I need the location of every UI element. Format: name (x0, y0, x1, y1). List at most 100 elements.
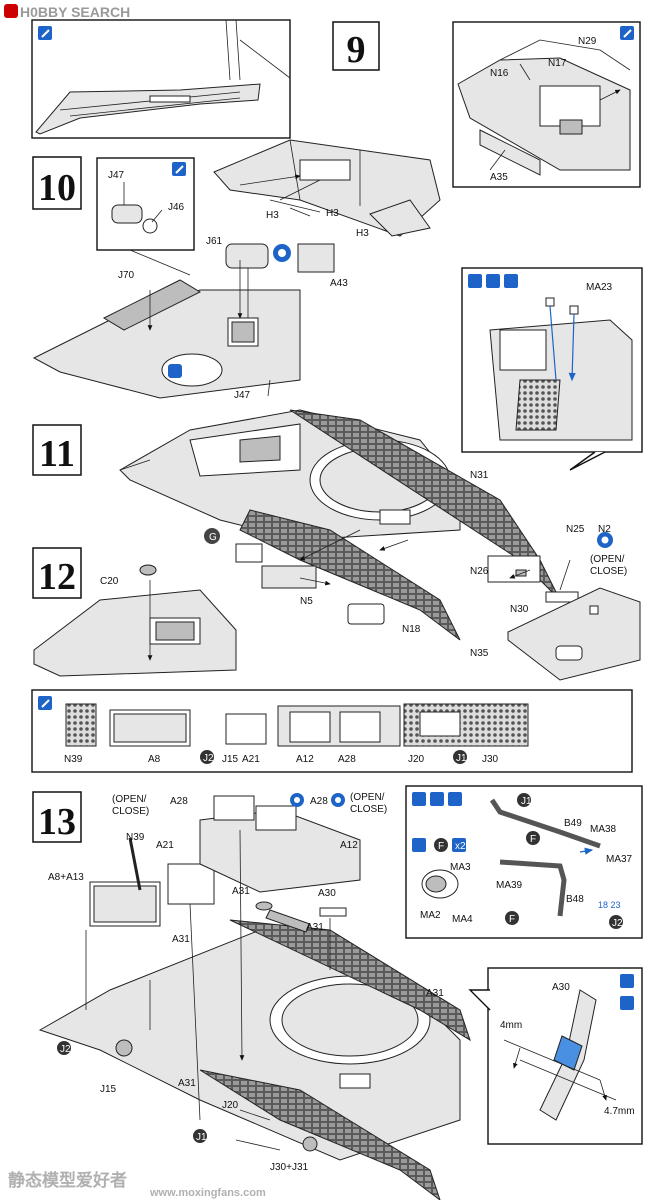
inset-label-B48: B48 (566, 894, 584, 905)
measure-4mm: 4mm (500, 1020, 522, 1031)
glue-icon (620, 974, 634, 988)
label-N29: N29 (578, 36, 597, 47)
label-N18: N18 (402, 624, 421, 635)
water-icon (504, 274, 518, 288)
step10-hull (32, 243, 335, 399)
inset-label-MA38: MA38 (590, 824, 617, 835)
label-close-A28a: CLOSE) (112, 806, 149, 817)
label-N31: N31 (470, 470, 489, 481)
strip-label-A21: A21 (242, 754, 260, 765)
label-open-N2: (OPEN/ (590, 554, 625, 565)
strip-label-J2: J2 (203, 753, 214, 764)
step-10-marker: 10 (32, 156, 82, 210)
inset-label-A30: A30 (552, 982, 570, 993)
label-open-A28b: (OPEN/ (350, 792, 385, 803)
label-J46: J46 (168, 202, 185, 213)
label-J30-J31: J30+J31 (270, 1162, 309, 1173)
inset-label-MA4: MA4 (452, 914, 473, 925)
label-A8-A13: A8+A13 (48, 872, 84, 883)
paint-icon (168, 364, 182, 378)
label-A21: A21 (156, 840, 174, 851)
label-N16: N16 (490, 68, 509, 79)
step9-main-hull (213, 139, 441, 237)
label-J15: J15 (100, 1084, 117, 1095)
step-13-number: 13 (38, 801, 76, 843)
strip-label-A8: A8 (148, 754, 161, 765)
step11-hull (119, 409, 561, 641)
label-A31-d: A31 (426, 988, 444, 999)
label-N2: N2 (598, 524, 611, 535)
label-N25: N25 (566, 524, 585, 535)
strip-label-A12: A12 (296, 754, 314, 765)
label-N30: N30 (510, 604, 529, 615)
strip-label-A28: A28 (338, 754, 356, 765)
inset-label-MA3: MA3 (450, 862, 471, 873)
step10-right-inset (461, 267, 643, 471)
strip-label-J20: J20 (408, 754, 425, 765)
multiply-icon (452, 838, 466, 852)
strip-label-J15: J15 (222, 754, 239, 765)
label-MA23: MA23 (586, 282, 613, 293)
label-N17: N17 (548, 58, 567, 69)
inset-label-F1: F (530, 834, 536, 845)
step-12-marker: 12 (32, 547, 82, 599)
inset-label-x2: x2 (455, 841, 466, 852)
label-N39: N39 (126, 832, 145, 843)
label-A31-e: A31 (178, 1078, 196, 1089)
label-close-A28b: CLOSE) (350, 804, 387, 815)
step-10-number: 10 (38, 167, 76, 209)
label-A31-c: A31 (172, 934, 190, 945)
label-A12: A12 (340, 840, 358, 851)
step13-measure-inset (468, 967, 643, 1145)
footer-watermark: 静态模型爱好者 www.moxingfans.com (8, 1170, 266, 1199)
step13-hull (38, 793, 471, 1200)
label-J20: J20 (222, 1100, 239, 1111)
label-H3-b: H3 (326, 208, 339, 219)
label-A28-left: A28 (170, 796, 188, 807)
inset-note-18-23: 18 23 (598, 900, 621, 910)
label-J47-bottom: J47 (234, 390, 251, 401)
inset-label-MA2: MA2 (420, 910, 441, 921)
footer-url: www.moxingfans.com (149, 1187, 266, 1199)
footer-watermark-cn: 静态模型爱好者 (8, 1170, 127, 1190)
step-9-marker: 9 (332, 21, 380, 71)
step11-parts (487, 532, 641, 681)
inset-label-MA39: MA39 (496, 880, 523, 891)
step10-detail-inset (96, 157, 195, 276)
label-J47-top: J47 (108, 170, 125, 181)
label-N35: N35 (470, 648, 489, 659)
step-9-number: 9 (347, 29, 366, 71)
inset-label-F3: F (509, 914, 515, 925)
label-J1-main: J1 (196, 1132, 207, 1143)
label-C20: C20 (100, 576, 119, 587)
step9-detail-inset (31, 19, 291, 139)
marker-A43-group (273, 244, 291, 262)
warning-icon (412, 838, 426, 852)
water-icon (448, 792, 462, 806)
step-12-number: 12 (38, 556, 76, 598)
step-13-marker: 13 (32, 791, 82, 843)
label-A43: A43 (330, 278, 348, 289)
inset-label-B49: B49 (564, 818, 582, 829)
header-watermark: H0BBY SEARCH (20, 4, 130, 20)
clip-icon (486, 274, 500, 288)
label-J2-main: J2 (60, 1044, 71, 1055)
inset-label-F2: F (438, 841, 444, 852)
label-N5: N5 (300, 596, 313, 607)
inset-label-MA37: MA37 (606, 854, 633, 865)
step12-hull (33, 528, 385, 677)
parts-strip (31, 689, 633, 773)
strip-label-N39: N39 (64, 754, 83, 765)
label-N26: N26 (470, 566, 489, 577)
strip-label-J1: J1 (456, 753, 467, 764)
hobbysearch-logo: H0BBY SEARCH (4, 4, 130, 20)
label-J70: J70 (118, 270, 135, 281)
label-close-N2: CLOSE) (590, 566, 627, 577)
label-H3-a: H3 (266, 210, 279, 221)
step13-detail-inset (405, 785, 643, 939)
label-A28-right: A28 (310, 796, 328, 807)
label-A35: A35 (490, 172, 508, 183)
label-A31-a: A31 (232, 886, 250, 897)
